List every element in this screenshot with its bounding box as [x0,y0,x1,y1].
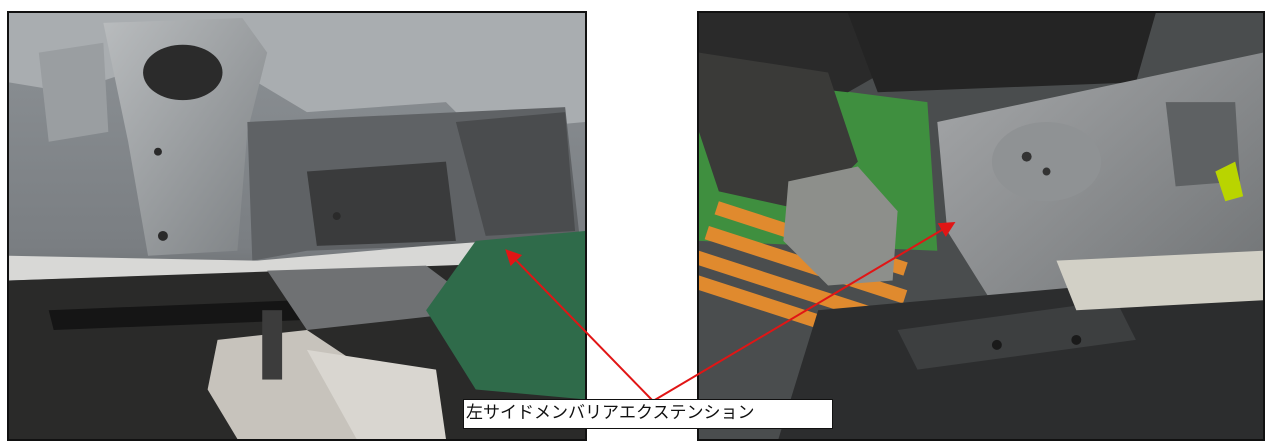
photo-left-image [9,13,585,439]
photo-right [697,11,1265,441]
callout-label: 左サイドメンバリアエクステンション [463,399,833,429]
photo-left [7,11,587,441]
photo-right-image [699,13,1263,439]
